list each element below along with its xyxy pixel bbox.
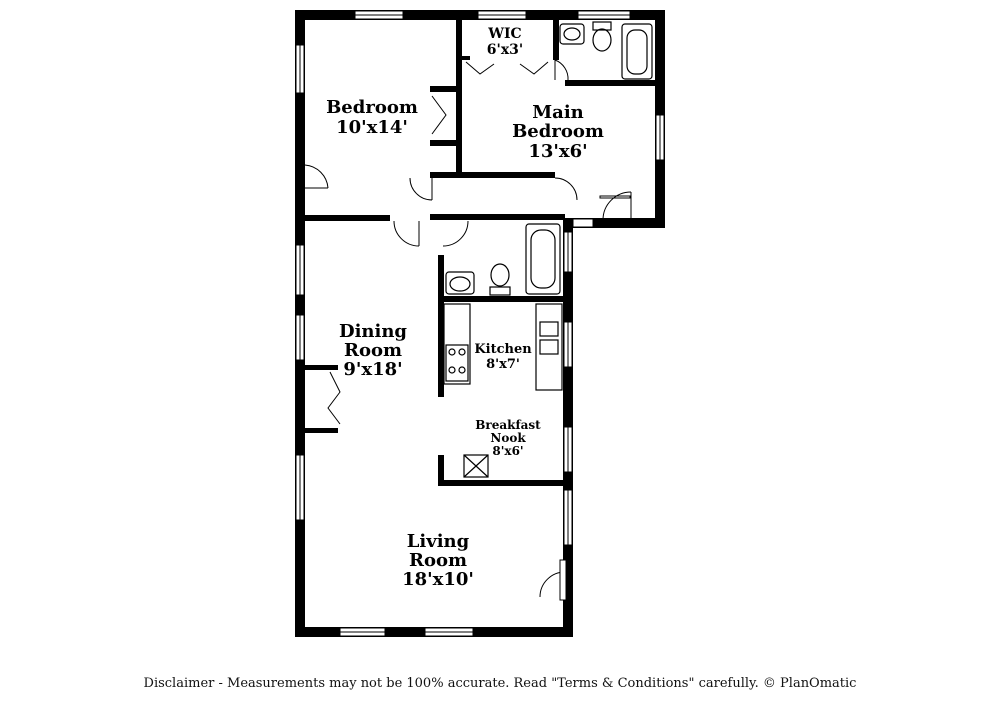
wic-dims: 6'x3' — [487, 42, 523, 58]
sink-icon — [559, 23, 585, 45]
dining-name-line1: Dining — [339, 321, 407, 342]
bedroom-dims: 10'x14' — [336, 117, 408, 138]
table-icon — [463, 454, 489, 478]
dining-name-line2: Room — [344, 340, 402, 361]
interior-walls — [305, 20, 657, 486]
main-bedroom-name-line1: Main — [532, 102, 584, 123]
fixtures — [443, 21, 653, 478]
toilet-icon — [489, 286, 511, 296]
living-dims: 18'x10' — [402, 569, 474, 590]
bedroom-name: Bedroom — [326, 97, 418, 118]
nook-dims: 8'x6' — [492, 444, 523, 458]
dining-dims: 9'x18' — [343, 359, 402, 380]
kitchen-name: Kitchen — [474, 342, 532, 357]
kitchen-dims: 8'x7' — [486, 357, 520, 372]
main-bedroom-dims: 13'x6' — [528, 141, 587, 162]
nook-name-line2: Nook — [490, 431, 526, 445]
kitchen-counter-left — [443, 303, 471, 385]
nook-name-line1: Breakfast — [475, 418, 541, 432]
bathtub-icon — [621, 23, 653, 80]
stove-icon — [445, 344, 469, 382]
bathtub-icon — [525, 223, 561, 295]
kitchen-counter-right — [535, 303, 563, 391]
living-name-line1: Living — [407, 531, 470, 552]
main-bedroom-name-line2: Bedroom — [512, 121, 604, 142]
sink-icon — [445, 271, 475, 295]
wic-name: WIC — [487, 26, 521, 42]
doors — [304, 59, 632, 601]
living-name-line2: Room — [409, 550, 467, 571]
room-labels: Bedroom 10'x14' WIC 6'x3' Main Bedroom 1… — [326, 26, 604, 590]
disclaimer-text: Disclaimer - Measurements may not be 100… — [143, 676, 857, 691]
windows — [295, 10, 665, 637]
toilet-icon — [592, 21, 612, 31]
sink-icon — [539, 321, 559, 337]
